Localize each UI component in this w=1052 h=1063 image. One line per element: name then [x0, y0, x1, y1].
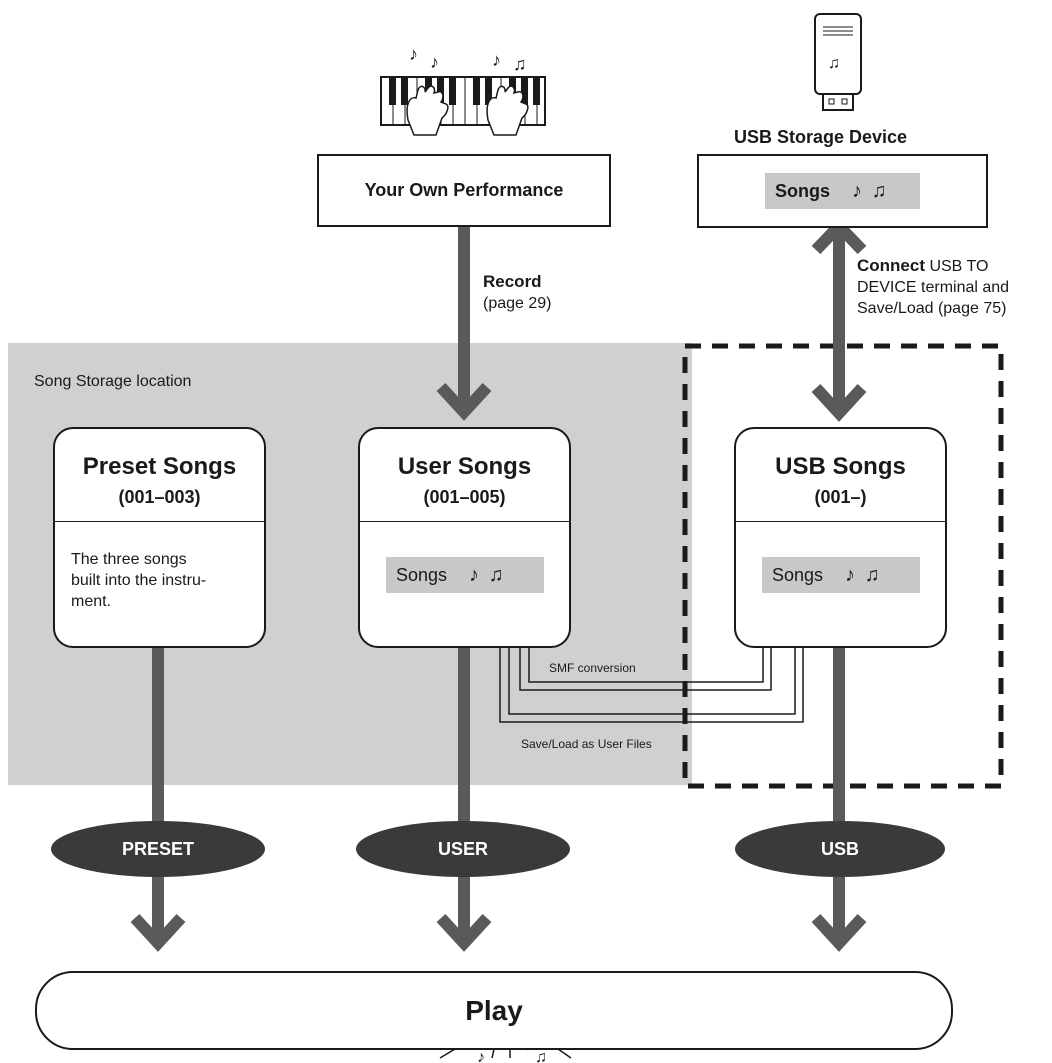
- user-songs-card: User Songs (001–005) Songs ♪ ♫: [358, 427, 571, 648]
- play-label: Play: [465, 994, 523, 1026]
- svg-text:♪: ♪: [477, 1049, 485, 1063]
- record-label: Record (page 29): [483, 272, 552, 312]
- user-songs-chip: Songs ♪ ♫: [386, 557, 544, 593]
- connect-label: Connect USB TO DEVICE terminal and Save/…: [857, 256, 1010, 317]
- preset-to-play-arrow: [130, 875, 186, 952]
- preset-mode-oval: PRESET: [51, 821, 265, 877]
- performance-box: Your Own Performance: [317, 154, 611, 227]
- usb-mode-oval: USB: [735, 821, 945, 877]
- usb-device-songs-chip: Songs ♪ ♫: [765, 173, 920, 209]
- smf-conversion-label: SMF conversion: [549, 661, 636, 675]
- usb-songs-title: USB Songs: [775, 453, 906, 480]
- usb-songs-card: USB Songs (001–) Songs ♪ ♫: [734, 427, 947, 648]
- usb-songs-range: (001–): [814, 487, 867, 507]
- preset-songs-card: Preset Songs (001–003) The three songs b…: [53, 427, 266, 648]
- user-mode-oval: USER: [356, 821, 570, 877]
- play-box: Play: [35, 971, 953, 1050]
- piano-hands-illustration: ♪ ♪ ♪ ♫: [380, 44, 546, 136]
- preset-songs-range: (001–003): [118, 487, 201, 507]
- usb-device-label: USB Storage Device: [734, 127, 908, 147]
- music-notes-icon: ♪ ♫: [469, 563, 506, 586]
- user-songs-range: (001–005): [423, 487, 506, 507]
- usb-songs-chip: Songs ♪ ♫: [762, 557, 920, 593]
- svg-text:♪: ♪: [409, 44, 418, 64]
- svg-text:♫: ♫: [828, 55, 840, 72]
- record-arrow: [436, 226, 492, 421]
- save-load-label: Save/Load as User Files: [521, 737, 652, 751]
- music-notes-icon: ♪ ♫: [852, 179, 889, 202]
- usb-stick-illustration: ♫: [814, 13, 862, 111]
- music-notes-icon: ♪ ♫: [845, 563, 882, 586]
- preset-songs-title: Preset Songs: [82, 453, 237, 480]
- usb-device-box: Songs ♪ ♫: [697, 154, 988, 228]
- usb-to-play-arrow: [811, 875, 867, 952]
- svg-text:♫: ♫: [513, 54, 527, 74]
- preset-songs-description: The three songs built into the instru- m…: [71, 551, 207, 610]
- user-songs-title: User Songs: [397, 453, 532, 480]
- connect-double-arrow: [811, 217, 867, 422]
- svg-text:♪: ♪: [492, 50, 501, 70]
- svg-text:♪: ♪: [430, 52, 439, 72]
- song-storage-label: Song Storage location: [34, 373, 192, 390]
- svg-text:♫: ♫: [535, 1049, 547, 1063]
- user-to-play-arrow: [436, 875, 492, 952]
- performance-label: Your Own Performance: [364, 180, 564, 200]
